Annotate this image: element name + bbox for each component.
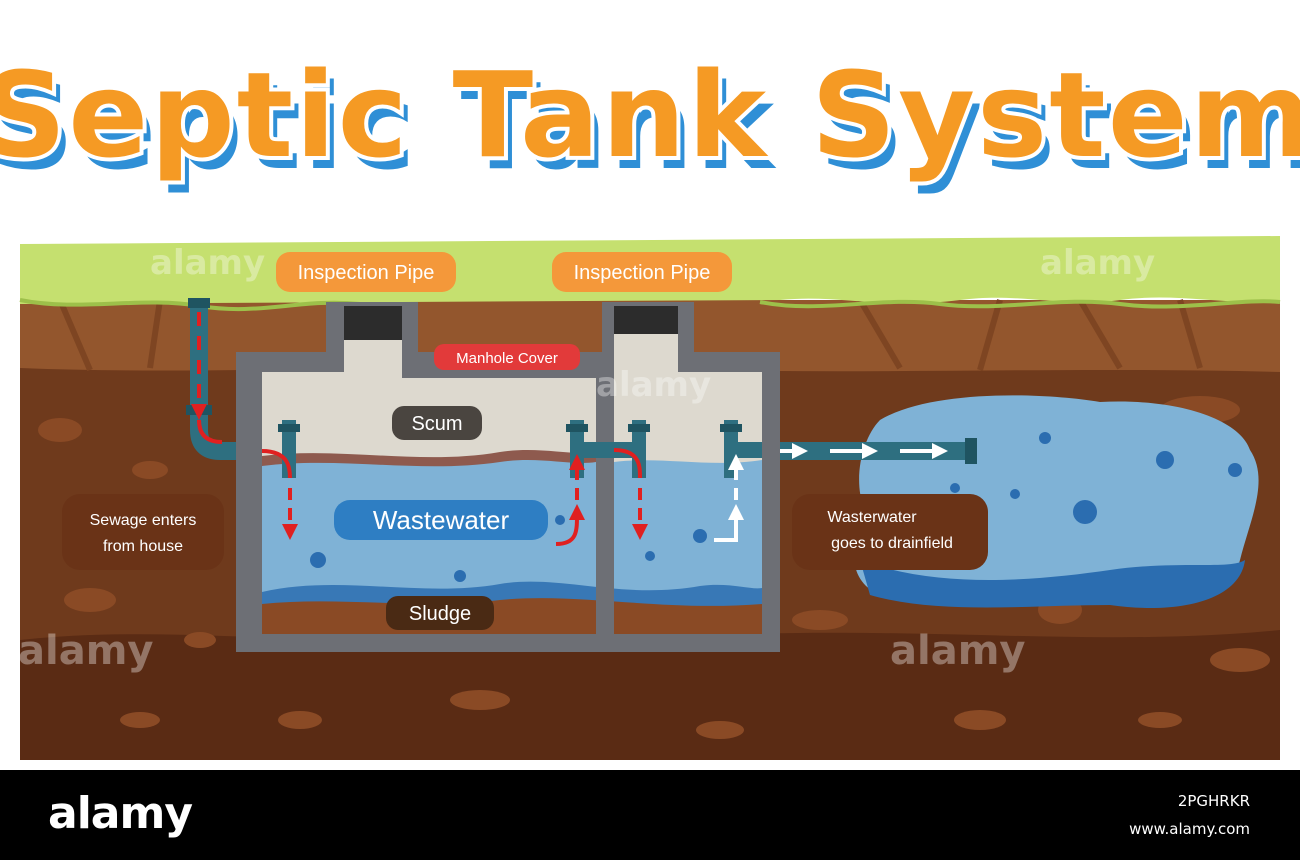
label-inspection-pipe-left: Inspection Pipe (276, 252, 456, 292)
label-sewage-line1: Sewage enters (90, 512, 197, 529)
inspection-pipe-cap-right (614, 306, 678, 334)
label-wastewater-text: Wastewater (373, 505, 510, 535)
flow-arrow-outlet-up (714, 504, 744, 542)
pool-bubbles (950, 432, 1242, 524)
watermark-4: alamy (18, 628, 153, 674)
inflow-arrow-bend (197, 419, 223, 444)
flow-arrow-inlet (261, 449, 292, 479)
inspection-pipe-cap-left (344, 306, 402, 340)
footer-site: www.alamy.com (1129, 820, 1250, 838)
watermark-3: alamy (596, 365, 711, 405)
tank-divider-wall (596, 352, 614, 652)
footer-image-id: 2PGHRKR (1177, 792, 1250, 810)
watermark-2: alamy (1040, 243, 1155, 283)
scum-line (262, 450, 596, 467)
label-drainfield: Wasterwater goes to drainfield (792, 494, 988, 570)
outlet-pipe-end (965, 438, 977, 464)
page-title-shadow: Septic Tank System (0, 58, 1300, 196)
watermarks: alamy alamy alamy alamy alamy (18, 243, 1155, 674)
label-wastewater: Wastewater (334, 500, 548, 540)
label-drain-line2: goes to drainfield (831, 535, 953, 552)
label-inspection-pipe-left-text: Inspection Pipe (298, 262, 435, 284)
flow-arrow-rise-1 (555, 504, 586, 546)
label-scum-text: Scum (411, 413, 462, 435)
drainfield-pool-deep (860, 560, 1245, 608)
watermark-5: alamy (890, 628, 1025, 674)
title-banner: Septic Tank System Septic Tank System (0, 42, 1300, 196)
inlet-pipe-cap (188, 298, 210, 308)
label-drain-line1: Wasterwater (827, 509, 917, 526)
tank-bottom-wall (236, 634, 780, 652)
watermark-1: alamy (150, 243, 265, 283)
label-sludge-text: Sludge (409, 603, 471, 625)
label-sludge: Sludge (386, 596, 494, 630)
label-sewage-line2: from house (103, 538, 183, 555)
label-manhole-cover-text: Manhole Cover (456, 350, 558, 367)
label-manhole-cover: Manhole Cover (434, 344, 580, 370)
water-bubbles (310, 515, 707, 582)
label-sewage-enters: Sewage enters from house (62, 494, 224, 570)
page-title: Septic Tank System (0, 46, 1300, 184)
label-inspection-pipe-right: Inspection Pipe (552, 252, 732, 292)
footer-bar: alamy 2PGHRKR www.alamy.com (0, 770, 1300, 860)
flow-arrow-transfer (613, 448, 642, 479)
label-scum: Scum (392, 406, 482, 440)
label-inspection-pipe-right-text: Inspection Pipe (574, 262, 711, 284)
topsoil-stripes (57, 298, 1203, 372)
footer-brand: alamy (48, 788, 193, 839)
